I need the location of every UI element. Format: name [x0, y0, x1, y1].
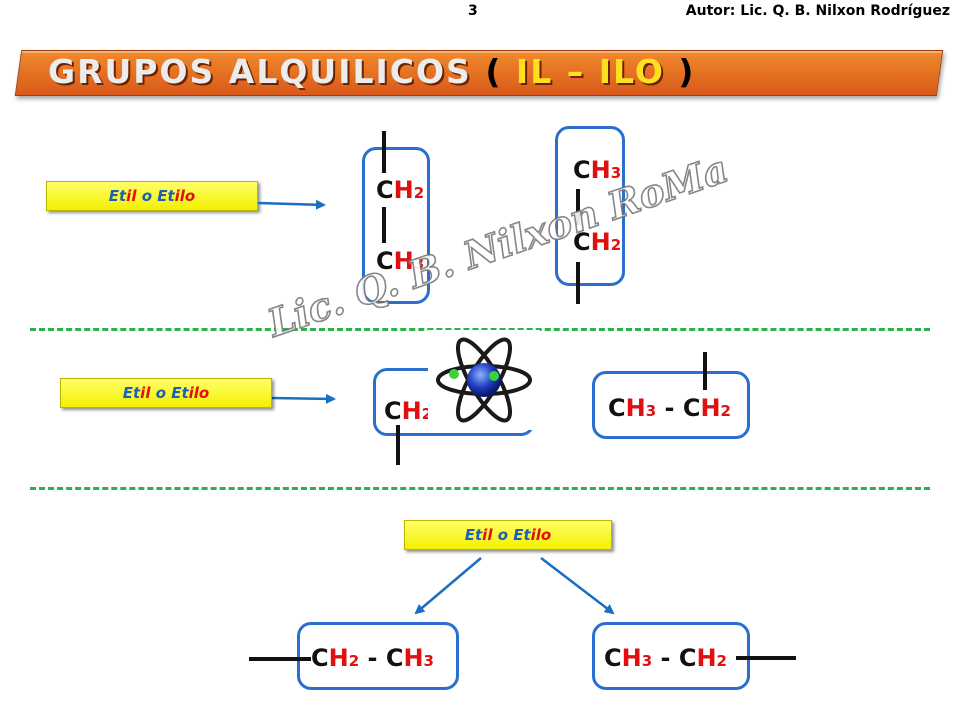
structure-box-3b — [592, 622, 750, 690]
structure-box-3a — [297, 622, 459, 690]
formula-ch3-ch2: CH3 - CH2 — [608, 394, 731, 422]
arrow-down-right-icon — [540, 557, 615, 615]
label-etil-3: Etil o Etilo — [404, 520, 612, 550]
free-bond-top — [703, 352, 707, 390]
label-etil-1: Etil o Etilo — [46, 181, 258, 211]
atom-icon — [428, 330, 540, 430]
free-bond-bottom — [576, 262, 580, 304]
formula-ch2: CH2 — [376, 176, 425, 204]
formula-ch3: CH3 — [376, 247, 425, 275]
formula-ch3: CH3 — [573, 156, 622, 184]
page-number: 3 — [468, 3, 478, 19]
structure-box-1b — [555, 126, 625, 286]
title-suffix: IL – ILO — [502, 52, 679, 91]
free-bond-bottom — [396, 425, 400, 465]
arrow-down-left-icon — [414, 557, 482, 615]
structure-box-2b — [592, 371, 750, 439]
free-bond-right — [736, 656, 796, 660]
author-line: Autor: Lic. Q. B. Nilxon Rodríguez — [685, 3, 950, 19]
label-etil-2: Etil o Etilo — [60, 378, 272, 408]
title-main: GRUPOS ALQUILICOS — [48, 52, 472, 91]
title-close-paren: ) — [678, 52, 696, 91]
separator-line — [30, 487, 930, 490]
free-bond-top — [382, 131, 386, 173]
arrow-right-icon — [270, 393, 336, 404]
title-open-paren: ( — [485, 52, 503, 91]
formula-ch2-ch3: CH2 - CH3 — [311, 644, 434, 672]
arrow-right-icon — [257, 199, 326, 210]
single-bond — [382, 207, 386, 243]
page-title: GRUPOS ALQUILICOS ( IL – ILO ) — [48, 52, 695, 92]
formula-ch3-ch2: CH3 - CH2 — [604, 644, 727, 672]
free-bond-left — [249, 657, 311, 661]
formula-ch2: CH2 — [573, 228, 622, 256]
single-bond — [576, 189, 580, 225]
structure-box-1a — [362, 147, 430, 304]
separator-line — [30, 328, 930, 331]
formula-ch2-partial: CH2 — [384, 397, 433, 425]
